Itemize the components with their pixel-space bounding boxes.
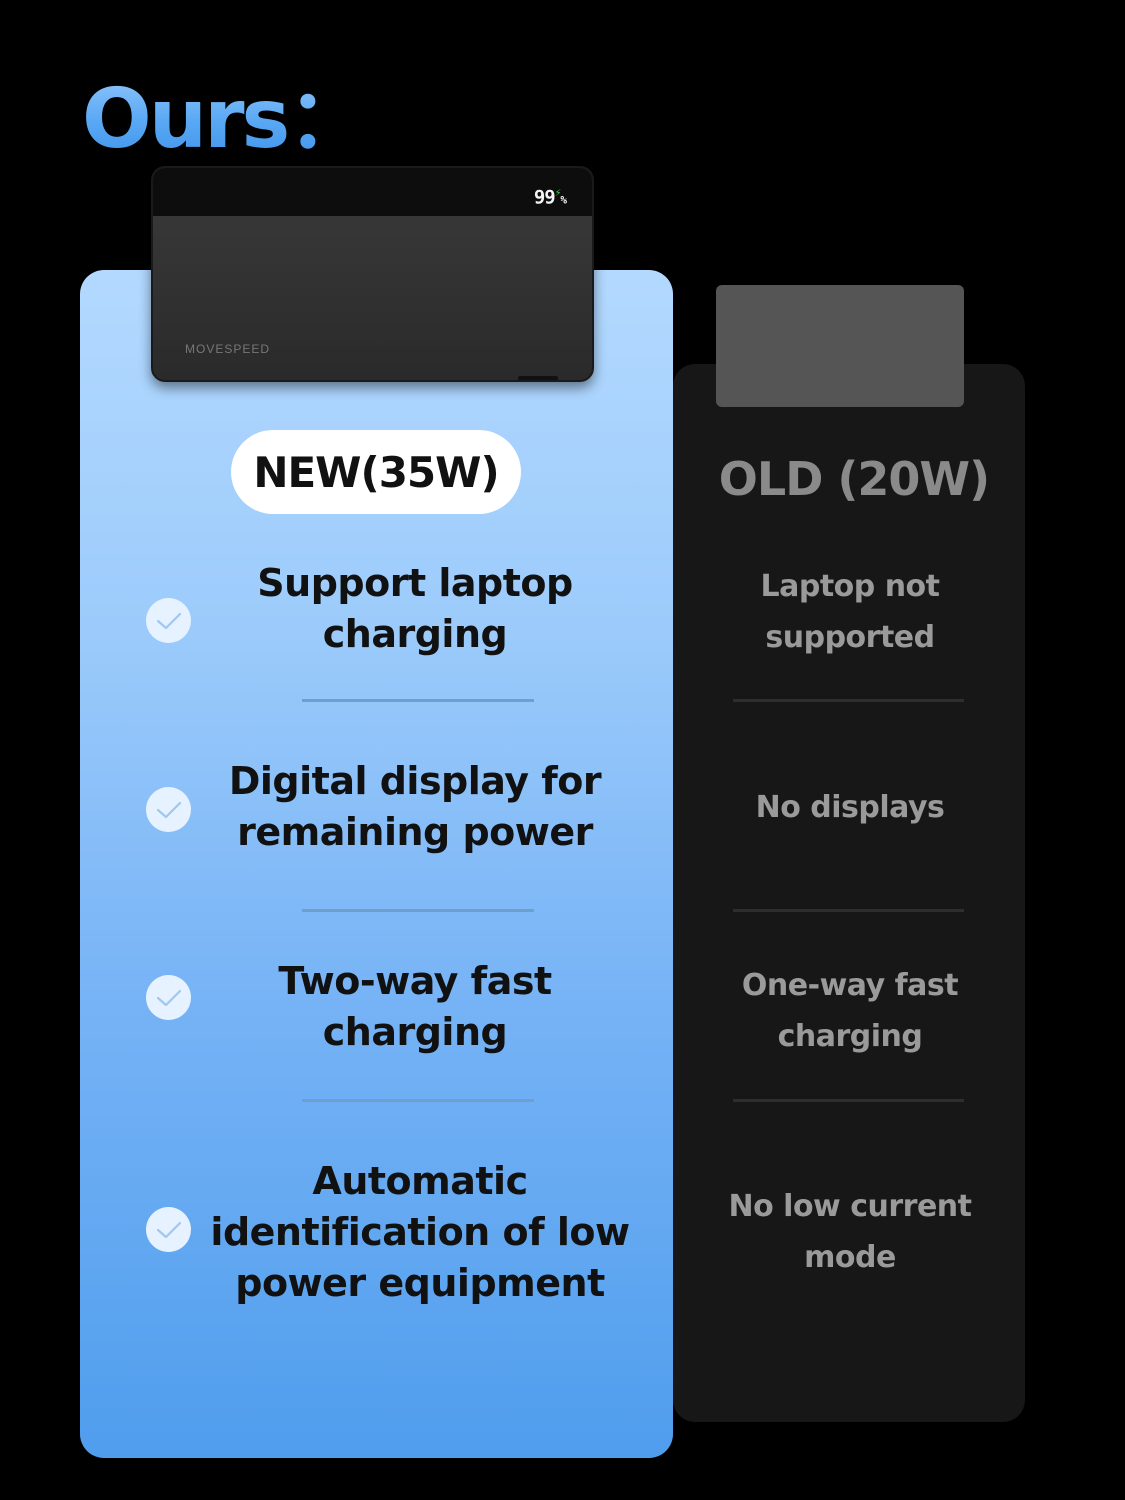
check-icon bbox=[146, 787, 191, 832]
usb-port bbox=[518, 376, 558, 380]
check-icon bbox=[146, 975, 191, 1020]
new-feature-1: Support laptop charging bbox=[257, 561, 573, 656]
old-feature-3: One-way fast charging bbox=[741, 968, 959, 1054]
old-card bbox=[673, 364, 1025, 1422]
divider bbox=[302, 1099, 534, 1102]
new-feature-2: Digital display for remaining power bbox=[228, 759, 602, 854]
check-icon bbox=[146, 598, 191, 643]
power-bank-image: 99⚡% MOVESPEED bbox=[151, 166, 594, 382]
bolt-icon: ⚡ bbox=[554, 186, 562, 199]
brand-label: MOVESPEED bbox=[185, 342, 271, 356]
battery-percentage-unit: % bbox=[560, 193, 567, 207]
old-feature-4: No low current mode bbox=[728, 1189, 973, 1275]
divider bbox=[733, 699, 964, 702]
old-feature-1: Laptop not supported bbox=[760, 569, 940, 655]
power-bank-display-strip bbox=[153, 168, 592, 216]
old-device-placeholder bbox=[716, 285, 964, 407]
new-label-badge: NEW(35W) bbox=[231, 430, 521, 514]
old-feature-2: No displays bbox=[755, 790, 945, 825]
divider bbox=[733, 1099, 964, 1102]
battery-percentage-display: 99⚡% bbox=[533, 186, 567, 209]
new-feature-3: Two-way fast charging bbox=[278, 959, 552, 1054]
divider bbox=[302, 909, 534, 912]
divider bbox=[302, 699, 534, 702]
heading-ours: Ours： bbox=[82, 52, 369, 171]
check-icon bbox=[146, 1207, 191, 1252]
divider bbox=[733, 909, 964, 912]
battery-percentage-value: 99 bbox=[533, 186, 556, 209]
old-label: OLD (20W) bbox=[718, 452, 990, 506]
new-feature-4: Automatic identification of low power eq… bbox=[210, 1159, 630, 1305]
